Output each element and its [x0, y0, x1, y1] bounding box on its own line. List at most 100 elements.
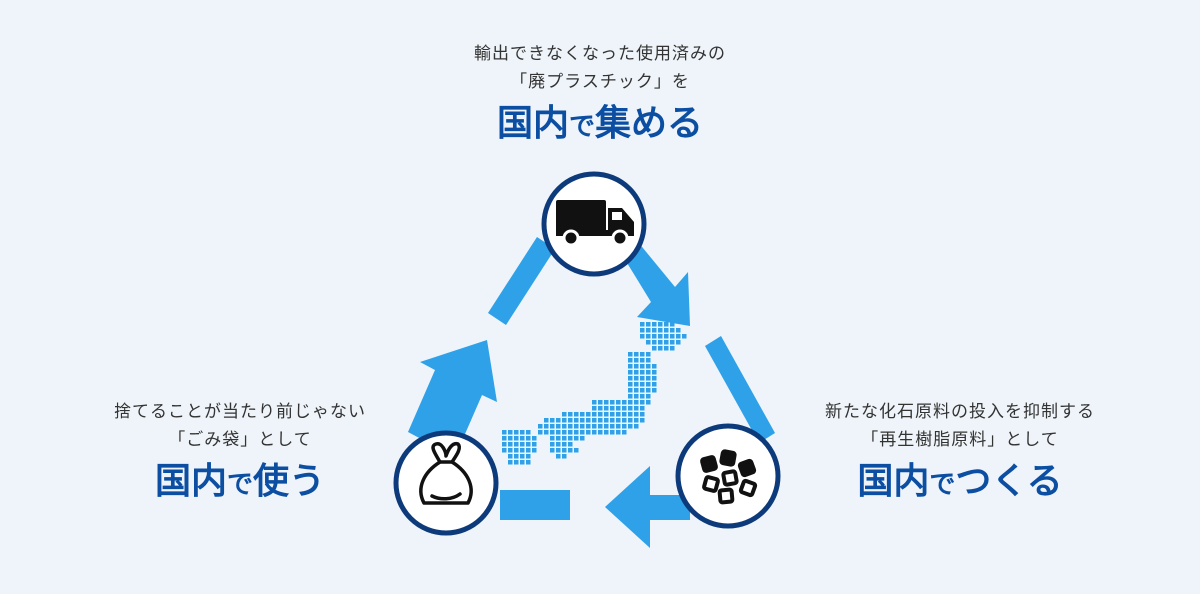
map-dot [670, 346, 675, 351]
map-dot [574, 412, 579, 417]
map-dot [616, 424, 621, 429]
map-dot [562, 412, 567, 417]
map-dot [556, 442, 561, 447]
map-dot [604, 430, 609, 435]
arrow-make-to-use [605, 466, 690, 548]
map-dot [580, 436, 585, 441]
map-dot [568, 436, 573, 441]
map-dot [664, 322, 669, 327]
map-dot [646, 400, 651, 405]
map-dot [520, 460, 525, 465]
map-dot [670, 322, 675, 327]
map-dot [562, 454, 567, 459]
map-dot [676, 340, 681, 345]
use-heading-part3: 使う [253, 461, 326, 502]
collect-heading-part1: 国内 [496, 103, 569, 144]
map-dot [514, 448, 519, 453]
map-dot [568, 424, 573, 429]
map-dot [670, 340, 675, 345]
map-dot [538, 430, 543, 435]
map-dot [604, 424, 609, 429]
map-dot [640, 358, 645, 363]
map-dot [562, 442, 567, 447]
map-dot [556, 424, 561, 429]
map-dot [544, 424, 549, 429]
use-heading-part1: 国内 [154, 461, 227, 502]
map-dot [520, 442, 525, 447]
map-dot [562, 424, 567, 429]
map-dot [556, 430, 561, 435]
map-dot [604, 412, 609, 417]
map-dot [526, 448, 531, 453]
use-circle [393, 430, 499, 536]
make-label-block: 新たな化石原料の投入を抑制する 「再生樹脂原料」として 国内でつくる [760, 398, 1160, 509]
map-dot [640, 376, 645, 381]
map-dot [628, 370, 633, 375]
map-dot [622, 406, 627, 411]
arrow-segment-bottom [500, 490, 570, 520]
arrow-collect-to-make [624, 242, 690, 326]
use-heading-part2: で [226, 470, 253, 500]
map-dot [520, 454, 525, 459]
map-dot [532, 442, 537, 447]
make-description-line2: 「再生樹脂原料」として [861, 430, 1059, 450]
map-dot [640, 370, 645, 375]
map-dot [532, 436, 537, 441]
map-dot [598, 412, 603, 417]
map-dot [592, 424, 597, 429]
arrow-segment-left [488, 237, 555, 325]
map-dot [640, 418, 645, 423]
map-dot [574, 424, 579, 429]
map-dot [562, 436, 567, 441]
map-dot [640, 388, 645, 393]
map-dot [634, 406, 639, 411]
map-dot [586, 430, 591, 435]
map-dot [640, 412, 645, 417]
map-dot [634, 424, 639, 429]
map-dot [664, 340, 669, 345]
map-dot [610, 400, 615, 405]
map-dot [520, 430, 525, 435]
map-dot [628, 376, 633, 381]
collect-description-line2: 「廃プラスチック」を [510, 72, 690, 92]
map-dot [502, 448, 507, 453]
map-dot [628, 418, 633, 423]
map-dot [610, 430, 615, 435]
map-dot [658, 340, 663, 345]
collect-description-line1: 輸出できなくなった使用済みの [474, 44, 726, 64]
map-dot [508, 460, 513, 465]
collect-circle [541, 171, 647, 277]
map-dot [646, 352, 651, 357]
map-dot [508, 442, 513, 447]
map-dot [652, 322, 657, 327]
map-dot [502, 430, 507, 435]
map-dot [628, 358, 633, 363]
map-dot [592, 406, 597, 411]
map-dot [646, 328, 651, 333]
map-dot [574, 436, 579, 441]
make-heading-part2: で [929, 470, 956, 500]
map-dot [670, 334, 675, 339]
map-dot [664, 328, 669, 333]
map-dot [586, 412, 591, 417]
map-dot [598, 418, 603, 423]
map-dot [610, 424, 615, 429]
collect-heading-part2: で [568, 112, 595, 142]
map-dot [640, 334, 645, 339]
map-dot [634, 418, 639, 423]
map-dot [568, 430, 573, 435]
map-dot [514, 442, 519, 447]
map-dot [568, 442, 573, 447]
map-dot [646, 370, 651, 375]
map-dot [514, 454, 519, 459]
map-dot [652, 382, 657, 387]
garbage-bag-icon [419, 441, 473, 505]
map-dot [652, 364, 657, 369]
map-dot [616, 400, 621, 405]
map-dot [526, 454, 531, 459]
map-dot [610, 406, 615, 411]
map-dot [622, 412, 627, 417]
map-dot [634, 376, 639, 381]
map-dot [544, 418, 549, 423]
use-heading: 国内で使う [40, 458, 440, 509]
